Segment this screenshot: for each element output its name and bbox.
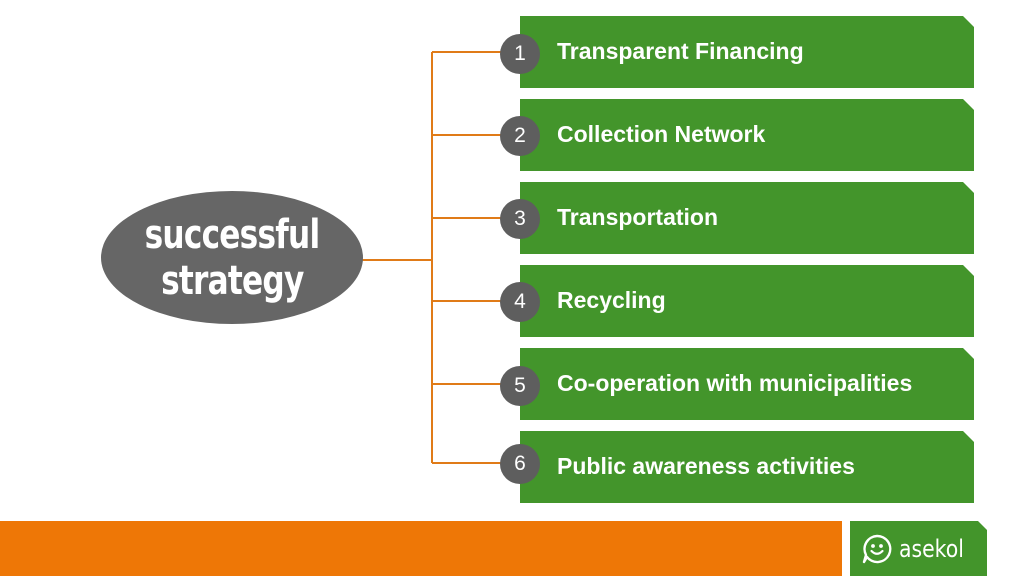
center-title-line-2: strategy bbox=[160, 257, 304, 304]
item-number-badge: 2 bbox=[500, 116, 540, 156]
item-box-transportation: Transportation bbox=[520, 182, 974, 254]
item-number-badge: 5 bbox=[500, 366, 540, 406]
item-label: Public awareness activities bbox=[557, 453, 855, 479]
item-number-badge: 4 bbox=[500, 282, 540, 322]
item-label: Recycling bbox=[557, 287, 666, 313]
center-node: successful strategy bbox=[101, 191, 363, 324]
item-box-collection-network: Collection Network bbox=[520, 99, 974, 171]
item-box-transparent-financing: Transparent Financing bbox=[520, 16, 974, 88]
item-label: Transparent Financing bbox=[557, 38, 804, 64]
item-box-recycling: Recycling bbox=[520, 265, 974, 337]
smiley-speech-bubble-icon bbox=[861, 533, 893, 565]
item-number-badge: 3 bbox=[500, 199, 540, 239]
item-label: Co-operation with municipalities bbox=[557, 370, 913, 396]
item-box-co-operation: Co-operation with municipalities bbox=[520, 348, 974, 420]
item-box-public-awareness: Public awareness activities bbox=[520, 431, 974, 503]
item-label: Collection Network bbox=[557, 121, 766, 147]
logo-text: asekol bbox=[899, 534, 965, 563]
footer-orange-bar bbox=[0, 521, 842, 576]
item-label: Transportation bbox=[557, 204, 719, 230]
item-number-badge: 6 bbox=[500, 444, 540, 484]
asekol-logo: asekol bbox=[850, 521, 987, 576]
item-number-badge: 1 bbox=[500, 34, 540, 74]
center-title-line-1: successful bbox=[144, 211, 321, 258]
